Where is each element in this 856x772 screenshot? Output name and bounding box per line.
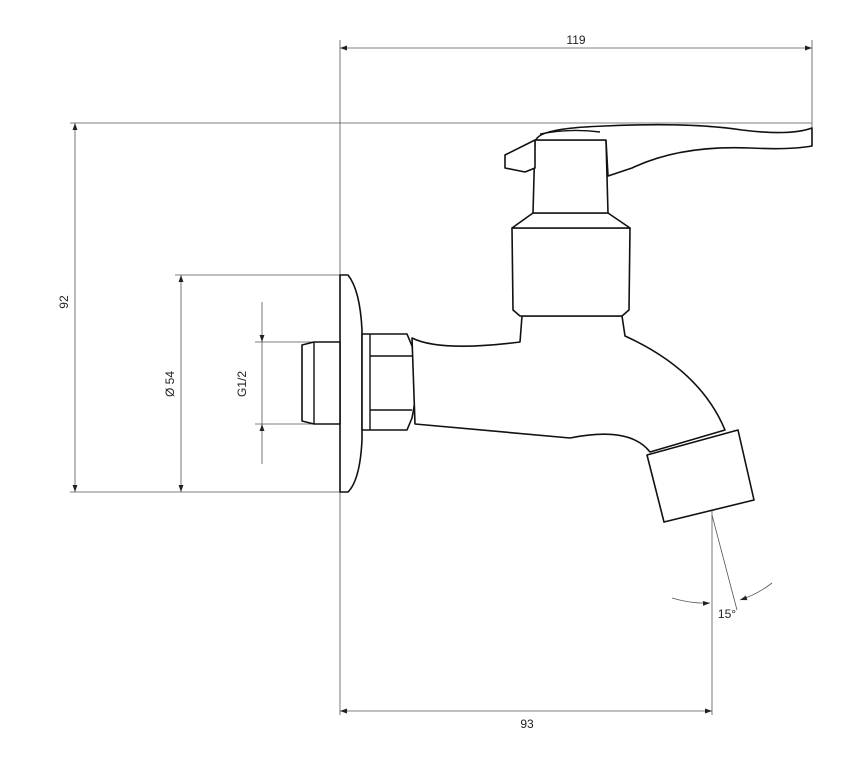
dimension-label-92: 92: [57, 295, 71, 309]
dimension-label-93: 93: [520, 717, 534, 731]
dimension-label-d54: Ø 54: [163, 371, 177, 397]
dimension-overall-length: 119: [340, 33, 812, 51]
dimension-spout-reach: 93: [340, 708, 712, 731]
dimension-height: 92: [57, 123, 78, 492]
valve-neck: [511, 212, 631, 229]
valve-collar: [511, 227, 631, 317]
spout-body: [411, 315, 726, 453]
dimension-flange-diameter: Ø 54: [163, 275, 184, 492]
dimension-thread: G1/2: [235, 302, 265, 464]
dimension-label-119: 119: [566, 33, 585, 47]
valve-cartridge: [532, 139, 609, 214]
faucet-outline: [301, 123, 813, 523]
dimension-label-g12: G1/2: [235, 371, 249, 397]
dimension-label-15deg: 15°: [718, 607, 736, 621]
lever-handle: [535, 123, 813, 177]
dimension-spout-angle: 15°: [671, 582, 773, 621]
wall-flange: [339, 274, 363, 493]
thread-connector: [301, 341, 341, 425]
aerator: [646, 429, 755, 523]
lever-rear-tab: [504, 139, 536, 173]
